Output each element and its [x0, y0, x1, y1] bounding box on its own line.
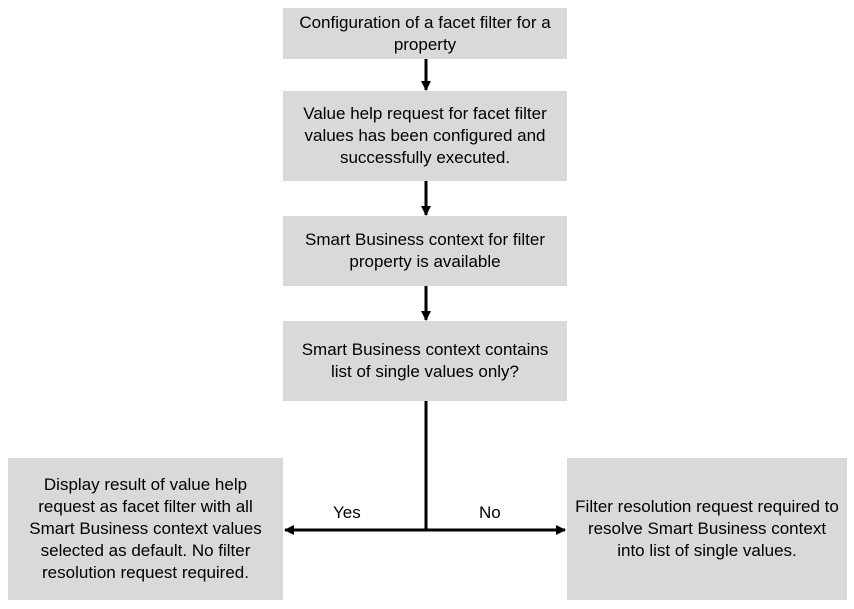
- outcome-no-text: Filter resolution request required to re…: [575, 497, 839, 560]
- outcome-yes-text: Display result of value help request as …: [29, 475, 262, 582]
- step-configure-facet-filter: Configuration of a facet filter for a pr…: [283, 8, 567, 59]
- outcome-yes-display-result: Display result of value help request as …: [8, 458, 283, 600]
- step-context-text: Smart Business context for filter proper…: [305, 230, 545, 271]
- step-value-help-text: Value help request for facet filter valu…: [303, 104, 547, 167]
- branch-label-yes: Yes: [333, 503, 361, 522]
- step-value-help-request: Value help request for facet filter valu…: [283, 91, 567, 181]
- decision-single-values: Smart Business context contains list of …: [283, 321, 567, 401]
- step-configure-text: Configuration of a facet filter for a pr…: [299, 12, 551, 54]
- decision-text: Smart Business context contains list of …: [301, 340, 549, 381]
- step-context-available: Smart Business context for filter proper…: [283, 216, 567, 286]
- outcome-no-filter-resolution: Filter resolution request required to re…: [567, 458, 847, 600]
- branch-label-no: No: [479, 503, 501, 522]
